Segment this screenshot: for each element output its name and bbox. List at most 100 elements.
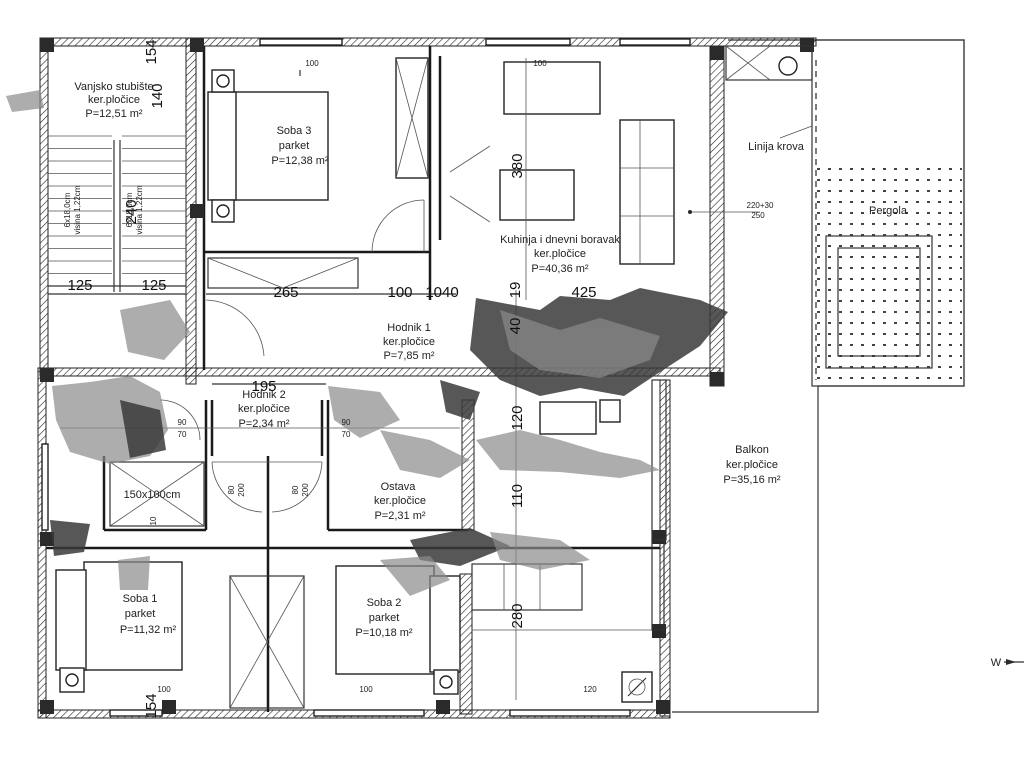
dim-label: 70: [342, 430, 351, 439]
chimney-icon: [778, 56, 798, 76]
bed-pillows: [55, 569, 87, 671]
door-leaf: [449, 195, 491, 223]
dim-label: 380: [509, 153, 526, 178]
dim-label: 240: [123, 199, 140, 224]
dim-label: 100: [305, 59, 319, 68]
window-west: [41, 443, 49, 531]
column: [190, 38, 204, 52]
wall-west-upper: [39, 37, 49, 369]
room-labels: Vanjsko stubište ker.pločice P=12,51 m² …: [74, 81, 907, 639]
dim-label: 220+30: [747, 201, 774, 210]
stair-well-box: [725, 45, 813, 81]
dim-label: 200: [301, 483, 310, 497]
x-line: [229, 575, 305, 709]
roofline-label: Linija krova: [748, 141, 805, 153]
wardrobe: [229, 575, 305, 709]
stairs: [48, 140, 186, 292]
dim-label: 90: [178, 418, 187, 427]
door-swing: [271, 461, 323, 513]
bed3-furniture: [207, 57, 429, 253]
blot: [328, 386, 400, 438]
x-line: [395, 57, 429, 179]
room-name-hall1: Hodnik 1: [387, 322, 430, 334]
wall-east-lower: [659, 379, 671, 717]
pergola-dots: [816, 160, 962, 382]
columns: [40, 38, 814, 714]
lamp-icon: [439, 675, 453, 689]
column: [800, 38, 814, 52]
jacuzzi-inner: [837, 247, 921, 357]
stair-note: visina 1,22cm: [73, 185, 82, 234]
blot: [476, 430, 660, 478]
balcony-edge: [672, 39, 965, 713]
windows: [41, 38, 813, 717]
bath-furniture: [109, 399, 324, 527]
armchair: [499, 169, 575, 221]
dim-label: 110: [509, 484, 526, 508]
dim-dot: [688, 210, 692, 214]
room-floor-bed1: parket: [125, 608, 156, 620]
column: [656, 700, 670, 714]
living-furniture: [438, 56, 760, 700]
stair-treads: [48, 135, 186, 274]
dining-table: [539, 401, 597, 435]
dim-label: 125: [141, 277, 166, 294]
bed-pillows: [207, 91, 237, 201]
column: [710, 46, 724, 60]
room-area-hall1: P=7,85 m²: [383, 350, 434, 362]
nightstand: [433, 669, 459, 695]
bed-pillows: [429, 575, 461, 673]
chair: [599, 399, 621, 423]
blot: [440, 380, 480, 420]
entry-door-swing: [205, 299, 265, 357]
window-south-3: [509, 709, 631, 717]
compass: W: [991, 657, 1024, 669]
room-area-hall2: P=2,34 m²: [238, 418, 289, 430]
door-swing: [211, 461, 263, 513]
room-floor-bed3: parket: [279, 140, 310, 152]
roof-leader: [779, 125, 813, 139]
obscured-region: [6, 90, 728, 596]
stair-block: [471, 563, 583, 611]
dim-label: 40: [507, 318, 524, 335]
blot: [380, 430, 470, 478]
room-name-bed1: Soba 1: [123, 593, 158, 605]
hall1-furniture: [205, 257, 359, 357]
jacuzzi: [825, 235, 933, 369]
dim-label: 140: [149, 83, 166, 108]
dim-label: 120: [583, 685, 597, 694]
dim-label: 100: [157, 685, 171, 694]
room-floor-kitchen: ker.pločice: [534, 248, 586, 260]
dim-label: 154: [143, 39, 160, 64]
blot: [380, 556, 450, 596]
compass-label: W: [991, 657, 1002, 669]
room-floor-hall2: ker.pločice: [238, 403, 290, 415]
dim-label: 80: [227, 485, 236, 494]
room-area-balcony: P=35,16 m²: [723, 474, 781, 486]
x-line: [207, 257, 284, 289]
window-north-2: [485, 38, 571, 46]
dim-label: 125: [67, 277, 92, 294]
room-floor-hall1: ker.pločice: [383, 336, 435, 348]
dim-label: 80: [291, 485, 300, 494]
pergola-area: [779, 39, 965, 387]
dim-label: 10: [149, 516, 158, 525]
window-north-1: [259, 38, 343, 46]
dimension-labels: 154 140 240 125 125 265 100 1040 19 425 …: [67, 39, 774, 718]
room-name-stair: Vanjsko stubište: [74, 81, 153, 93]
column: [40, 532, 54, 546]
stair-note: 6x18,0cm: [125, 192, 134, 227]
blot: [410, 528, 510, 566]
dim-label: 19: [507, 282, 524, 299]
x-line: [109, 461, 205, 527]
room-floor-storage: ker.pločice: [374, 495, 426, 507]
room-area-bed2: P=10,18 m²: [355, 627, 413, 639]
stair-note: 6x18,0cm: [63, 192, 72, 227]
chimney-box: [621, 671, 653, 703]
column: [190, 204, 204, 218]
balcony-outline: [672, 39, 965, 713]
blot: [490, 532, 590, 570]
column: [710, 372, 724, 386]
room-name-bed2: Soba 2: [367, 597, 402, 609]
